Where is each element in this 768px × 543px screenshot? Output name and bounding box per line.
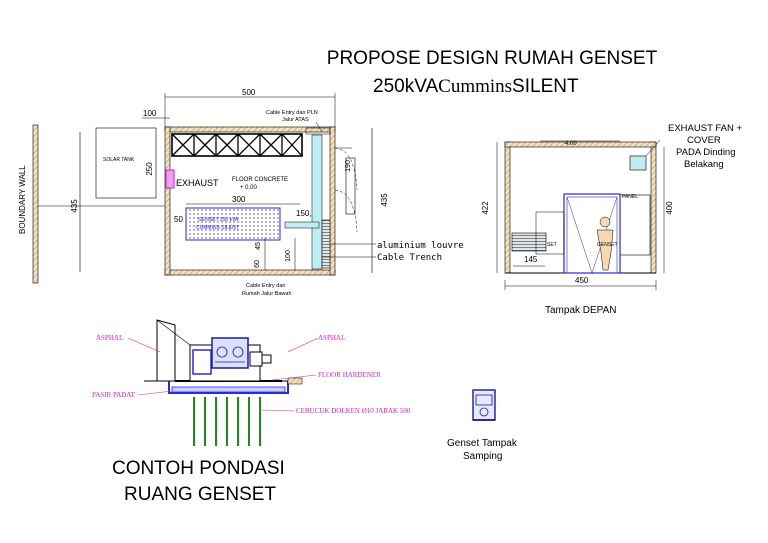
dim-422: 422 xyxy=(481,201,490,215)
boundary-wall-label: BOUNDARY WALL xyxy=(18,165,27,234)
dim-145: 145 xyxy=(524,255,538,264)
genset-block-label-1: GENSET 250 kVA xyxy=(198,217,239,223)
aluminium-louvre xyxy=(321,219,331,269)
floor-hardener-label: FLOOR HARDENER xyxy=(318,371,381,379)
roof-truss xyxy=(171,133,303,157)
dim-300: 300 xyxy=(232,195,246,204)
genset-side-view: Genset Tampak Samping xyxy=(447,389,518,462)
solar-tank-label: SOLAR TANK xyxy=(103,157,135,163)
dim-400-top: 4.00 xyxy=(565,141,577,147)
dim-435-right: 435 xyxy=(380,193,389,207)
panel-label: PANEL xyxy=(622,194,638,200)
dim-50: 50 xyxy=(174,215,183,224)
dim-60: 60 xyxy=(254,260,261,268)
side-view-caption-2: Samping xyxy=(463,451,502,462)
side-view-caption-1: Genset Tampak xyxy=(447,438,518,449)
genset-label: GENSET xyxy=(597,242,618,248)
cable-trench xyxy=(311,134,323,270)
title-line-2: 250kVACumminsSILENT xyxy=(373,76,579,97)
exhaust-note-3: PADA Dinding xyxy=(676,147,736,158)
dim-45: 45 xyxy=(255,242,262,250)
dim-250: 250 xyxy=(145,162,154,176)
asphal-left-label: ASPHAL xyxy=(96,334,123,342)
genset-block-label-2: CUMMINS SILENT xyxy=(196,225,239,231)
cable-entry-bottom-1: Cable Entry dan xyxy=(246,283,285,289)
dim-100: 100 xyxy=(143,109,157,118)
asphal-right-label: ASPHAL xyxy=(318,334,345,342)
dim-500: 500 xyxy=(242,88,256,97)
title-line-2-c: SILENT xyxy=(512,76,579,97)
title-line-2-a: 250kVA xyxy=(373,76,438,97)
front-elevation: 4.00 EXHAUST FAN + COVER PADA Dinding Be… xyxy=(481,123,742,316)
dim-150-06: 150,06 xyxy=(296,209,321,218)
person-body xyxy=(596,229,614,271)
exhaust-note-4: Belakang xyxy=(684,159,724,170)
solar-tank xyxy=(95,127,157,199)
dim-450: 450 xyxy=(575,276,589,285)
floor-concrete-label: FLOOR CONCRETE xyxy=(232,177,288,183)
cable-trench-label: Cable Trench xyxy=(377,253,442,263)
dim-400-right: 400 xyxy=(665,201,674,215)
floor-plan: BOUNDARY WALL 435 SOLAR TANK 250 100 500 xyxy=(18,88,464,297)
exhaust-marker xyxy=(165,169,175,189)
cable-entry-top-2: Jalur ATAS xyxy=(282,117,309,123)
genset-block xyxy=(185,207,281,241)
piles xyxy=(193,397,261,446)
cable-entry-bottom-2: Rumah Jalur Bawah xyxy=(242,291,292,297)
dim-190: 190 xyxy=(345,160,352,172)
exhaust-note-2: COVER xyxy=(687,135,721,146)
cerucuk-label: CERUCUK DOLKEN Ø10 JARAK 500 xyxy=(296,407,411,415)
pasir-padat-label: PASIR PADAT xyxy=(92,391,136,399)
title-line-2-b: Cummins xyxy=(438,76,512,97)
foundation-caption-1: CONTOH PONDASI xyxy=(112,458,285,479)
floor-level-label: + 0.00 xyxy=(240,185,258,191)
person-head xyxy=(599,216,611,228)
set-label: SET xyxy=(547,242,557,248)
aluminium-louvre-label: aluminium louvre xyxy=(377,241,464,251)
title-line-1: PROPOSE DESIGN RUMAH GENSET xyxy=(327,48,658,69)
foundation-section: ASPHAL ASPHAL FLOOR HARDENER PASIR PADAT… xyxy=(92,319,411,505)
dim-100b: 100 xyxy=(285,250,292,262)
foundation-caption-2: RUANG GENSET xyxy=(124,484,276,505)
boundary-wall xyxy=(32,124,39,284)
exhaust-fan xyxy=(629,155,647,171)
exhaust-label: EXHAUST xyxy=(176,178,219,188)
louvre-grille xyxy=(511,232,547,252)
dim-435-left: 435 xyxy=(70,199,79,213)
front-elevation-caption: Tampak DEPAN xyxy=(545,305,617,316)
cable-entry-top-1: Cable Entry dan PLN xyxy=(266,110,318,116)
exhaust-note-1: EXHAUST FAN + xyxy=(668,123,742,134)
